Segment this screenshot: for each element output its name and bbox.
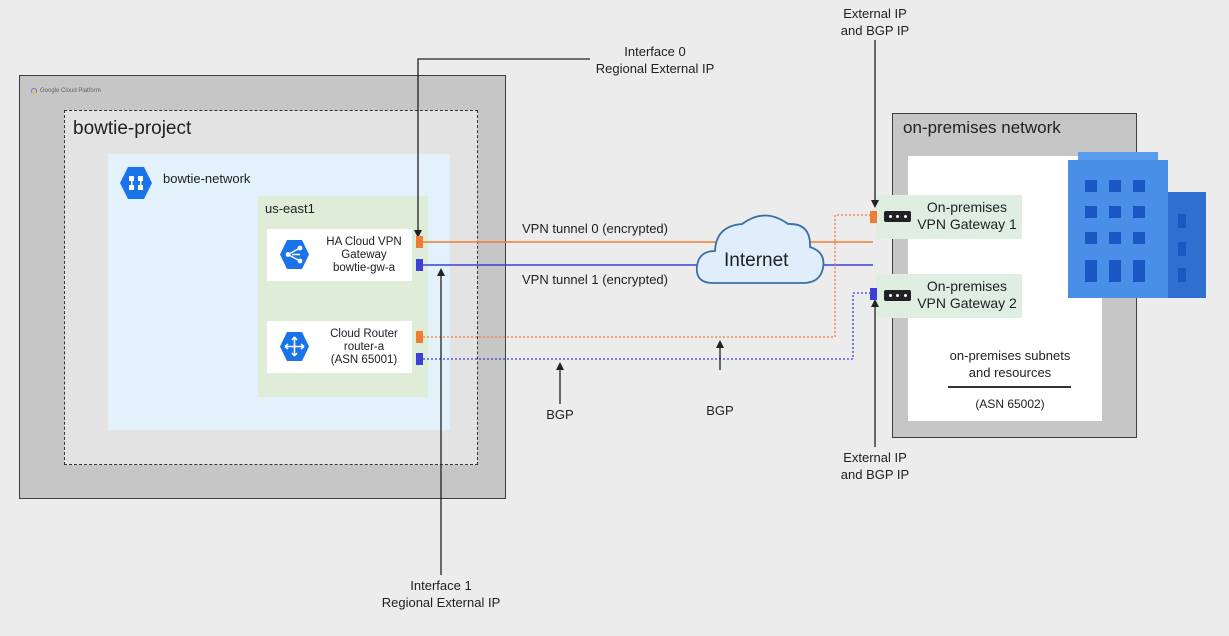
gateway-1-label: On-premises VPN Gateway 1 (914, 199, 1020, 233)
project-title: bowtie-project (73, 118, 192, 139)
network-title: bowtie-network (163, 171, 251, 186)
tunnel-0-label: VPN tunnel 0 (encrypted) (522, 221, 668, 236)
network-icon (120, 167, 152, 199)
interface-1-label: Interface 1 Regional External IP (361, 577, 521, 611)
gateway-1-port (870, 211, 877, 223)
interface-0-line1: Interface 0 (624, 44, 686, 59)
gcp-logo-icon (31, 88, 37, 94)
onprem-gateway-2[interactable]: On-premises VPN Gateway 2 (876, 274, 1022, 318)
bgp-left-label: BGP (546, 407, 574, 422)
gateway-2-line1: On-premises (926, 278, 1008, 294)
internet-label: Internet (724, 250, 789, 271)
gcp-logo-text: Google Cloud Platform (40, 88, 101, 94)
ext-ip-top-line1: External IP (843, 6, 907, 21)
vpn-gateway-line2: Gateway (341, 249, 387, 261)
ext-ip-bottom-line2: and BGP IP (840, 467, 910, 482)
onprem-subnets-line2: and resources (968, 365, 1052, 380)
region-title: us-east1 (265, 201, 315, 216)
gateway-2-icon (884, 290, 911, 301)
vpn-gateway-card[interactable]: HA Cloud VPN Gateway bowtie-gw-a (267, 229, 412, 281)
vpn-gateway-line1: HA Cloud VPN (326, 236, 402, 248)
subnets-divider (948, 386, 1071, 388)
cloud-router-line1: Cloud Router (330, 328, 398, 340)
cloud-router-label: Cloud Router router-a (ASN 65001) (319, 328, 409, 367)
onprem-subnets-line1: on-premises subnets (949, 348, 1071, 363)
ext-ip-bottom-line1: External IP (843, 450, 907, 465)
gateway-2-line2: VPN Gateway 2 (917, 295, 1017, 311)
onprem-subnets-label: on-premises subnets and resources (925, 347, 1095, 381)
interface-0-line2: Regional External IP (595, 61, 715, 76)
onprem-title: on-premises network (903, 118, 1061, 137)
vpn-interface-0-port (416, 236, 423, 248)
building-icon (1068, 152, 1206, 298)
vpn-gateway-label: HA Cloud VPN Gateway bowtie-gw-a (319, 236, 409, 275)
vpn-gateway-icon (280, 240, 309, 269)
gateway-2-port (870, 288, 877, 300)
ext-ip-bottom-label: External IP and BGP IP (815, 449, 935, 483)
interface-0-label: Interface 0 Regional External IP (575, 43, 735, 77)
router-icon (280, 332, 309, 361)
onprem-asn: (ASN 65002) (975, 397, 1045, 411)
gateway-1-line2: VPN Gateway 1 (917, 216, 1017, 232)
cloud-router-line3: (ASN 65001) (330, 354, 398, 366)
interface-0-callout (417, 58, 590, 236)
interface-1-line2: Regional External IP (381, 595, 501, 610)
gateway-1-icon (884, 211, 911, 222)
tunnel-1-label: VPN tunnel 1 (encrypted) (522, 272, 668, 287)
onprem-gateway-1[interactable]: On-premises VPN Gateway 1 (876, 195, 1022, 239)
gcp-logo: Google Cloud Platform (31, 88, 101, 94)
interface-1-line1: Interface 1 (410, 578, 472, 593)
cloud-router-card[interactable]: Cloud Router router-a (ASN 65001) (267, 321, 412, 373)
ext-ip-top-label: External IP and BGP IP (815, 5, 935, 39)
router-bgp-1-port (416, 353, 423, 365)
router-bgp-0-port (416, 331, 423, 343)
internet-cloud-icon (695, 214, 825, 284)
vpn-interface-1-port (416, 259, 423, 271)
cloud-router-line2: router-a (343, 341, 385, 353)
bgp-0-line (423, 214, 870, 338)
gateway-2-label: On-premises VPN Gateway 2 (914, 278, 1020, 312)
vpn-gateway-line3: bowtie-gw-a (333, 262, 395, 274)
ext-ip-top-line2: and BGP IP (840, 23, 910, 38)
gateway-1-line1: On-premises (926, 199, 1008, 215)
bgp-1-line (423, 292, 870, 360)
bgp-right-label: BGP (706, 403, 734, 418)
